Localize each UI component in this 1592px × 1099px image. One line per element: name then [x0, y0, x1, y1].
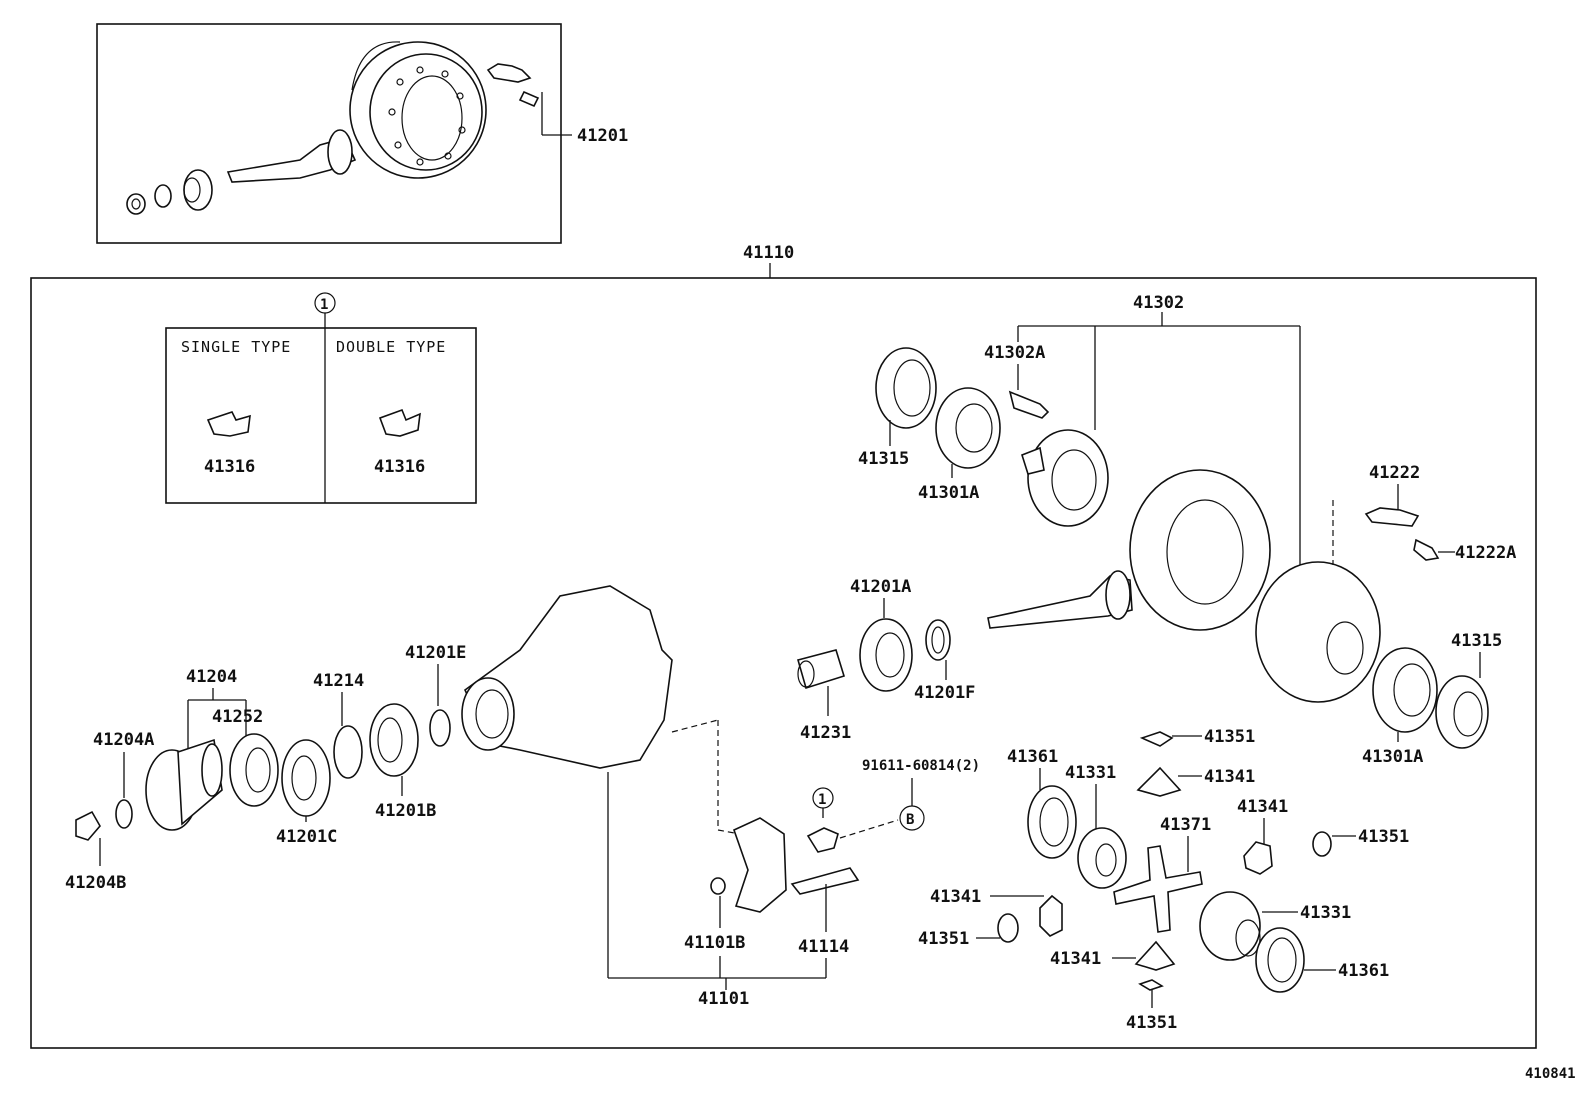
pinion-gear-a-drawing [1136, 766, 1182, 797]
pinion-gear-c-drawing [1039, 894, 1063, 937]
pinion-gear-b-drawing [1243, 841, 1273, 875]
label-41315-top: 41315 [858, 449, 909, 469]
label-41201F: 41201F [914, 683, 975, 703]
bearing-41201B-drawing [369, 703, 419, 777]
bearing-cup-41315-drawing [875, 347, 937, 429]
label-41316-double: 41316 [374, 457, 425, 477]
label-41201C: 41201C [276, 827, 337, 847]
oil-seal-41252-drawing [229, 733, 279, 807]
label-41222: 41222 [1369, 463, 1420, 483]
label-41301A-top: 41301A [918, 483, 979, 503]
label-41101: 41101 [698, 989, 749, 1009]
label-41302A: 41302A [984, 343, 1045, 363]
label-41331-bottom: 41331 [1300, 903, 1351, 923]
label-41222A: 41222A [1455, 543, 1516, 563]
side-gear-bottom-drawing [1199, 891, 1261, 961]
label-41351-c: 41351 [918, 929, 969, 949]
label-41316-single: 41316 [204, 457, 255, 477]
pinion-shaft-drawing [226, 129, 357, 183]
label-41110: 41110 [743, 243, 794, 263]
side-gear-top-drawing [1077, 827, 1127, 889]
label-41302: 41302 [1133, 293, 1184, 313]
label-41341-c: 41341 [930, 887, 981, 907]
label-41315-right: 41315 [1451, 631, 1502, 651]
ring-pinion-assembly-box: 41201 [96, 23, 628, 244]
label-41301A-right: 41301A [1362, 747, 1423, 767]
ring-gear-main-drawing [987, 469, 1271, 631]
label-41361-top: 41361 [1007, 747, 1058, 767]
label-41252: 41252 [212, 707, 263, 727]
side-bearing-top-group: 41315 41301A [858, 347, 1001, 503]
diagram-id: 410841 [1525, 1066, 1576, 1082]
spacer-41231-drawing [797, 649, 845, 690]
label-41201: 41201 [577, 126, 628, 146]
label-41101B: 41101B [684, 933, 745, 953]
bearing-cap-drawing [733, 817, 787, 913]
pinion-bearing-group: 41201A 41201F 41231 [797, 577, 975, 743]
diff-case-right-drawing [1255, 500, 1381, 703]
diff-case-group: 41302 41302A [984, 293, 1301, 566]
bearing-cap-group: 41101B 41114 41101 1 B 91611-60814(2) [607, 758, 980, 1009]
thrust-washer-top-drawing [1027, 785, 1077, 859]
label-41371: 41371 [1160, 815, 1211, 835]
label-41361-bottom: 41361 [1338, 961, 1389, 981]
nut-41204B-drawing [75, 810, 101, 841]
carrier-assembly-box: 41110 [30, 243, 1537, 1049]
single-type-header: SINGLE TYPE [181, 338, 291, 356]
lock-plate-drawing [486, 63, 540, 108]
diff-gears-group: 41361 41331 41351 41341 41341 41351 4137… [918, 727, 1409, 1033]
double-type-header: DOUBLE TYPE [336, 338, 446, 356]
label-41214: 41214 [313, 671, 364, 691]
label-41341-a: 41341 [1204, 767, 1255, 787]
ring-gear-drawing [349, 41, 487, 179]
label-41341-d: 41341 [1050, 949, 1101, 969]
label-41201B: 41201B [375, 801, 436, 821]
pinion-shaft-cross-drawing [1113, 845, 1203, 933]
callout-marker-inset: 1 [320, 297, 328, 313]
label-41351-d: 41351 [1126, 1013, 1177, 1033]
pinion-bearing-drawing [126, 169, 213, 215]
label-41351-a: 41351 [1204, 727, 1255, 747]
label-91611-60814: 91611-60814(2) [862, 758, 980, 774]
lock-plate-41222-group: 41222 41222A [1364, 463, 1516, 563]
clip-type-inset: 1 SINGLE TYPE DOUBLE TYPE 41316 41316 [165, 292, 477, 504]
label-41204A: 41204A [93, 730, 154, 750]
side-bearing-right-group: 41301A 41315 [1362, 631, 1502, 767]
label-41204B: 41204B [65, 873, 126, 893]
bearing-41201C-drawing [281, 739, 331, 817]
bearing-41301A-drawing [935, 387, 1001, 469]
diff-case-drawing [1021, 429, 1109, 527]
label-41204: 41204 [186, 667, 237, 687]
label-41341-b: 41341 [1237, 797, 1288, 817]
callout-marker-clip: 1 [818, 792, 826, 808]
carrier-housing-drawing [461, 585, 741, 835]
pinion-gear-d-drawing [1134, 940, 1176, 971]
label-41351-b: 41351 [1358, 827, 1409, 847]
label-41231: 41231 [800, 723, 851, 743]
companion-flange-group: 41204 41252 41204A 41204B 41201C 41214 4… [65, 643, 466, 893]
label-41114: 41114 [798, 937, 849, 957]
label-41201E: 41201E [405, 643, 466, 663]
bolt-41302A-drawing [1008, 390, 1050, 419]
bolt-41114-drawing [790, 867, 860, 895]
ref-marker-B: B [906, 812, 914, 828]
label-41331-top: 41331 [1065, 763, 1116, 783]
label-41201A: 41201A [850, 577, 911, 597]
